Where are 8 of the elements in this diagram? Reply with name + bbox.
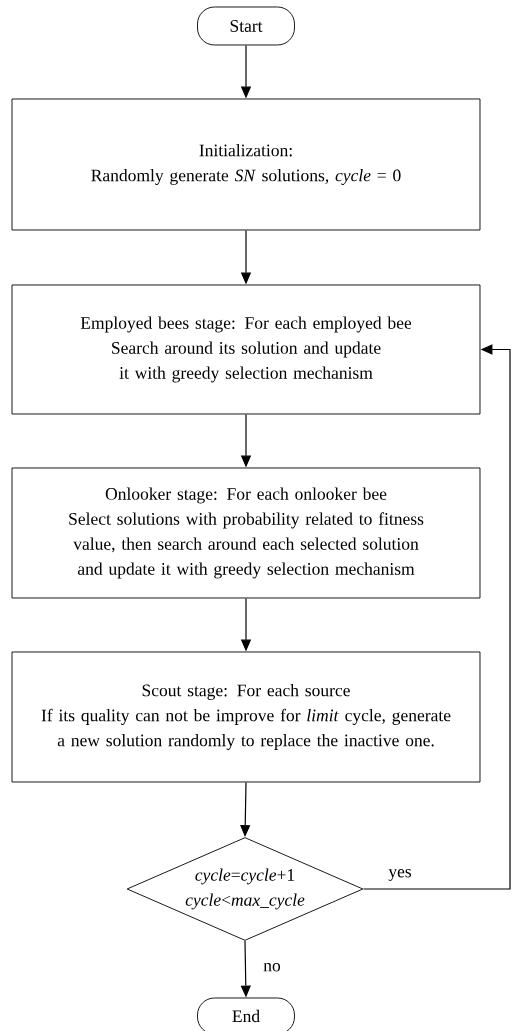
arrow: [240, 781, 251, 837]
process-box: Initialization: Randomly generate SN solutions, cycle = 0: [11, 98, 481, 231]
arrow: [362, 344, 511, 890]
edge-label: no: [262, 962, 282, 973]
edge-label: yes: [387, 868, 413, 882]
process-box: Employed bees stage: For each employed bee Search around its solution and update it with greedy selection mechanism: [11, 284, 481, 415]
process-box: Scout stage: For each source If its quality can not be improve for limit cycle, generate a new solution randomly to replace the inactive one.: [11, 651, 481, 783]
process-box: Onlooker stage: For each onlooker bee Select solutions with probability related to fitness value, then search around each selected solution and update it with greedy selection mechanism: [11, 467, 481, 599]
